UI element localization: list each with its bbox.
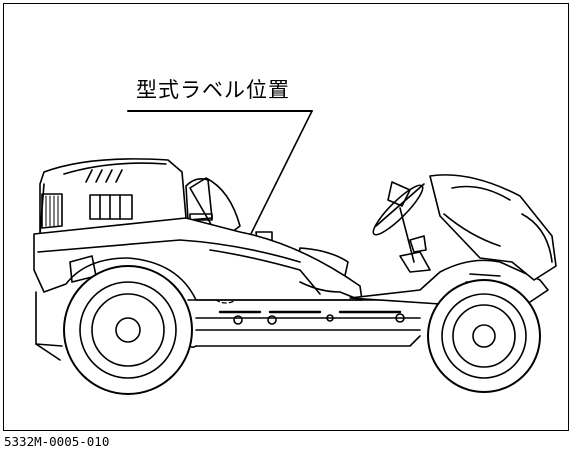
front-cowl xyxy=(349,174,557,305)
steering-wheel xyxy=(372,181,427,263)
figure-code: 5332M-0005-010 xyxy=(4,434,110,449)
front-wheel xyxy=(427,279,541,393)
engine-hood xyxy=(39,158,213,235)
model-label-position-callout: 型式ラベル位置 xyxy=(136,78,290,102)
rear-wheel xyxy=(63,265,193,395)
chassis-body xyxy=(33,217,363,361)
